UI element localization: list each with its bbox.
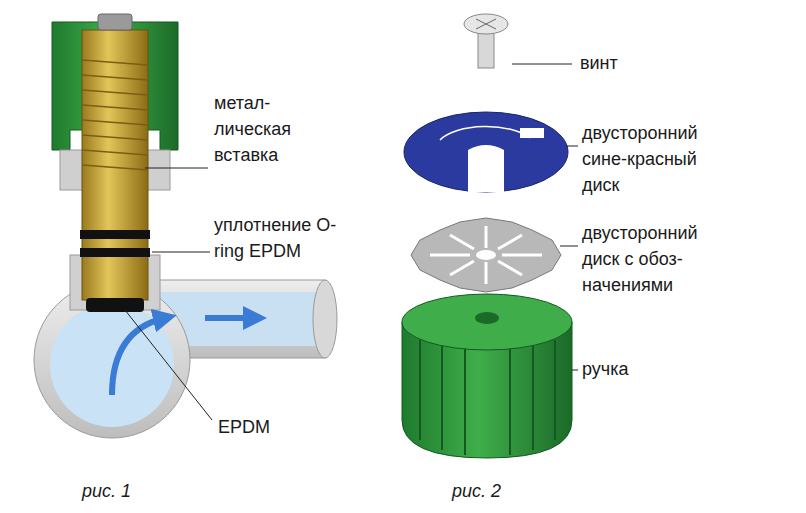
part-label: метал- лическая вставка: [214, 90, 314, 168]
leader-lines: [125, 168, 212, 420]
part-label: ручка: [582, 356, 702, 382]
figure-caption: рис. 1: [82, 478, 182, 504]
part-label: винт: [580, 50, 700, 76]
part-label: двусторонний сине-красный диск: [582, 120, 717, 198]
knob-parts: [402, 14, 572, 458]
part-label: уплотнение O-ring EPDM: [214, 212, 344, 264]
figure-caption: рис. 2: [452, 478, 552, 504]
part-label: двусторонний диск с обоз- начениями: [582, 220, 717, 298]
part-label: EPDM: [218, 414, 318, 440]
leader-lines: [512, 64, 578, 370]
